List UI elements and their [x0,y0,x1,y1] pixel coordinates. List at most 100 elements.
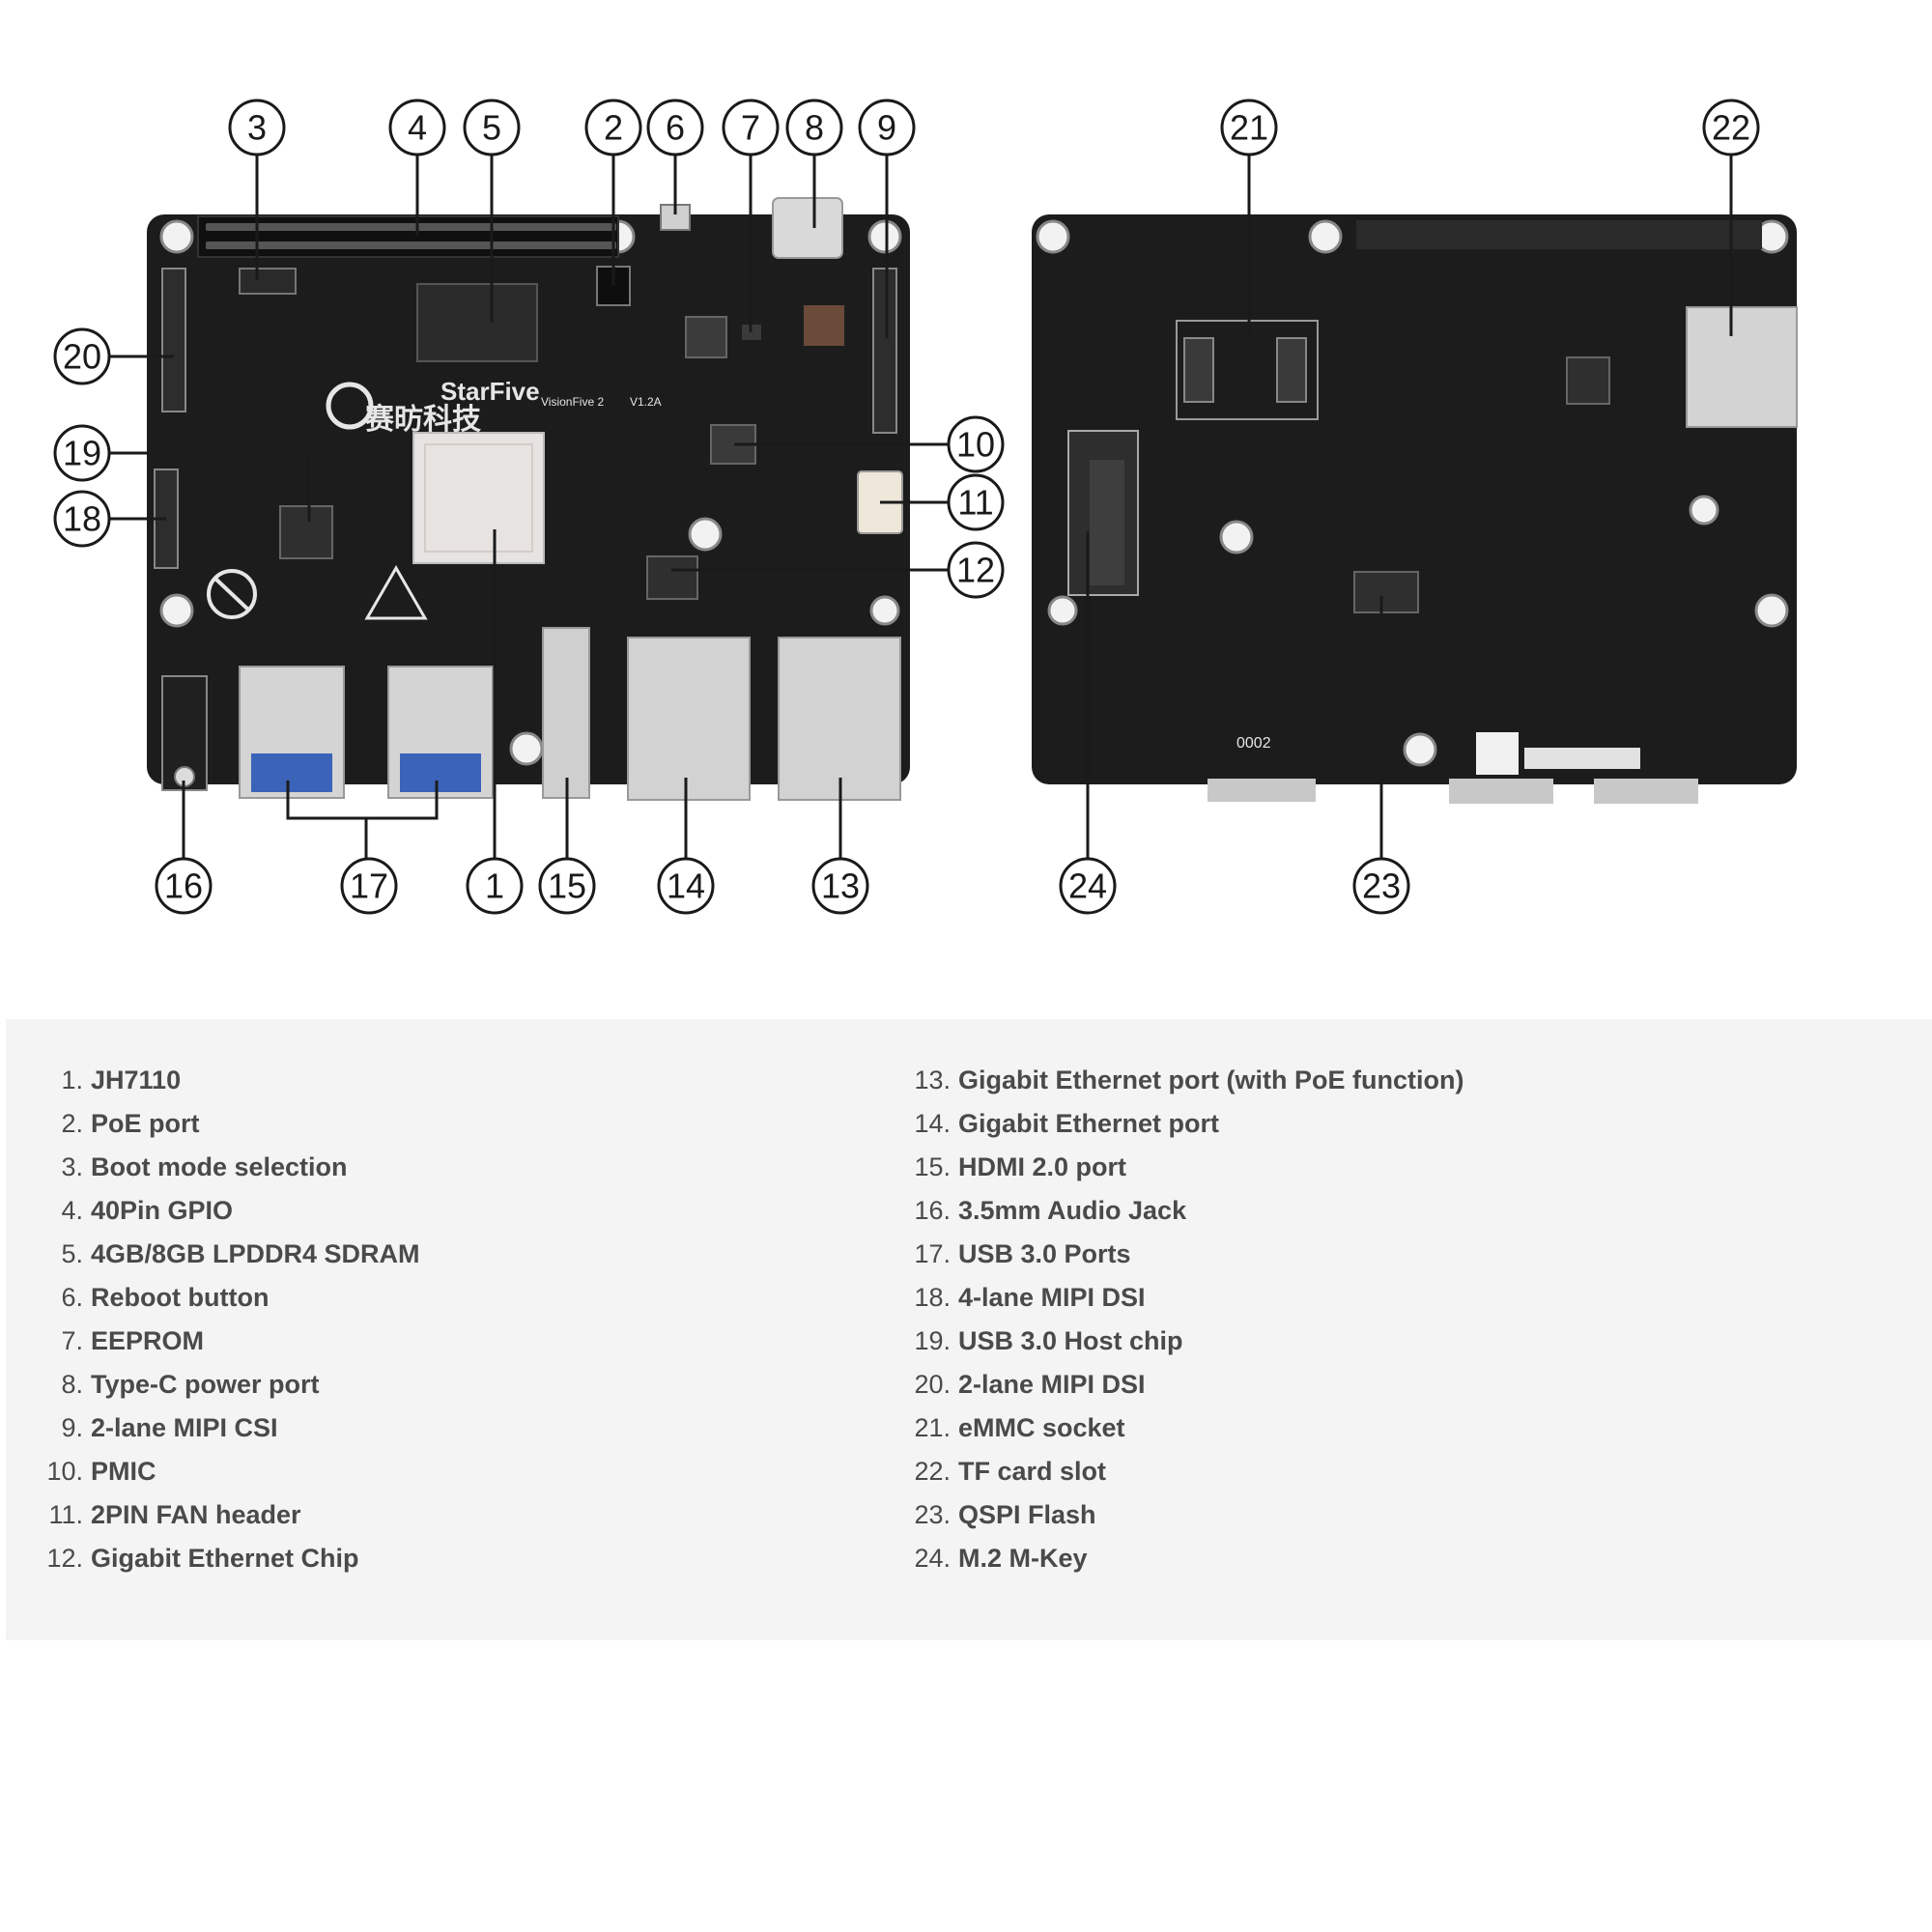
callout-label-18: 18 [63,499,101,539]
callout-13: 13 [811,857,869,915]
callout-17: 17 [340,857,398,915]
callout-label-6: 6 [666,108,685,148]
callout-label-21: 21 [1230,108,1268,148]
ethernet-jack-1 [627,637,751,801]
back-hdmi-edge [1208,779,1316,802]
callout-18: 18 [53,490,111,548]
legend-label: JH7110 [91,1065,182,1094]
qspi-flash-chip [1353,571,1419,613]
front-board: StarFive 赛昉科技 VisionFive 2 V1.2A [147,197,910,801]
legend-item: 4. 40Pin GPIO [35,1189,420,1233]
callout-label-9: 9 [877,108,896,148]
legend-column-left: 1.JH7110 2.PoE port 3.Boot mode selectio… [35,1059,420,1580]
legend-number: 10. [46,1457,83,1486]
mount-hole [159,593,194,628]
qr-label [1476,732,1519,775]
legend-label: QSPI Flash [958,1500,1096,1529]
legend-number: 22. [914,1457,951,1486]
tf-card-slot [1686,306,1798,428]
legend-label: Gigabit Ethernet port [958,1109,1219,1138]
leader-lines [108,155,1733,863]
legend-item: 22.TF card slot [902,1450,1463,1493]
callout-label-10: 10 [956,425,995,465]
legend-item: 15.HDMI 2.0 port [902,1146,1463,1189]
legend-number: 2. [61,1109,83,1138]
callout-label-2: 2 [604,108,623,148]
legend-label: HDMI 2.0 port [958,1152,1127,1181]
gpio-header [197,215,619,258]
callout-10: 10 [947,415,1005,473]
legend-item: 12.Gigabit Ethernet Chip [35,1537,420,1580]
callout-19: 19 [53,424,111,482]
callout-8: 8 [785,99,843,156]
lead-free-mark [207,569,257,619]
legend-item: 8.Type-C power port [35,1363,420,1406]
back-ic [1566,356,1610,405]
callout-1: 1 [466,857,524,915]
legend-number: 18. [914,1283,951,1312]
mount-hole [1689,495,1719,526]
boot-switch [239,268,297,295]
legend-number: 11. [48,1500,83,1529]
callout-label-1: 1 [485,867,504,906]
board-version: V1.2A [630,395,662,409]
legend-number: 9. [61,1413,83,1442]
legend-label: EEPROM [91,1326,205,1355]
brand-name-cn: 赛昉科技 [365,403,481,436]
callout-label-5: 5 [482,108,501,148]
legend-number: 13. [914,1065,951,1094]
csi-connector [872,268,897,434]
callout-label-16: 16 [164,867,203,906]
legend-number: 1. [61,1065,83,1094]
gpio-pins [206,223,616,249]
legend-item: 14.Gigabit Ethernet port [902,1102,1463,1146]
callout-label-20: 20 [63,337,101,377]
legend-label: Type-C power port [91,1370,320,1399]
callout-label-23: 23 [1362,867,1401,906]
legend-number: 15. [914,1152,951,1181]
serial-label [1524,748,1640,769]
legend-label: 40Pin GPIO [91,1196,234,1225]
legend-item: 21.eMMC socket [902,1406,1463,1450]
callout-20: 20 [53,327,111,385]
legend-label: 4GB/8GB LPDDR4 SDRAM [91,1239,420,1268]
legend-number: 19. [914,1326,951,1355]
legend-item: 16.3.5mm Audio Jack [902,1189,1463,1233]
callout-12: 12 [947,541,1005,599]
legend-number: 20. [914,1370,951,1399]
legend-item: 1. JH7110 [35,1059,420,1102]
mount-hole [509,731,544,766]
mount-hole [1219,520,1254,554]
mount-hole [688,517,723,552]
sdram-chip [416,283,538,362]
callout-4: 4 [388,99,446,156]
legend-item: 9.2-lane MIPI CSI [35,1406,420,1450]
callout-label-12: 12 [956,551,995,590]
legend-label: TF card slot [958,1457,1107,1486]
callout-5: 5 [463,99,521,156]
usb-host-chip [279,505,333,559]
callout-label-4: 4 [408,108,427,148]
esd-mark [364,564,428,620]
legend-item: 23.QSPI Flash [902,1493,1463,1537]
callout-9: 9 [858,99,916,156]
legend-item: 20.2-lane MIPI DSI [902,1363,1463,1406]
legend-item: 6.Reboot button [35,1276,420,1320]
legend-number: 4. [61,1196,83,1225]
jh7110-soc [412,432,545,564]
callout-7: 7 [722,99,780,156]
gpio-solder-pads [1356,220,1762,249]
callout-label-7: 7 [741,108,760,148]
legend-label: Gigabit Ethernet port (with PoE function… [958,1065,1464,1094]
callout-label-17: 17 [350,867,388,906]
callout-label-15: 15 [548,867,586,906]
legend-number: 7. [61,1326,83,1355]
legend-number: 16. [914,1196,951,1225]
legend-item: 17.USB 3.0 Ports [902,1233,1463,1276]
legend-item: 10.PMIC [35,1450,420,1493]
legend-number: 21. [914,1413,951,1442]
legend-item: 13.Gigabit Ethernet port (with PoE funct… [902,1059,1463,1102]
callout-label-24: 24 [1068,867,1107,906]
legend-item: 24.M.2 M-Key [902,1537,1463,1580]
callout-23: 23 [1352,857,1410,915]
